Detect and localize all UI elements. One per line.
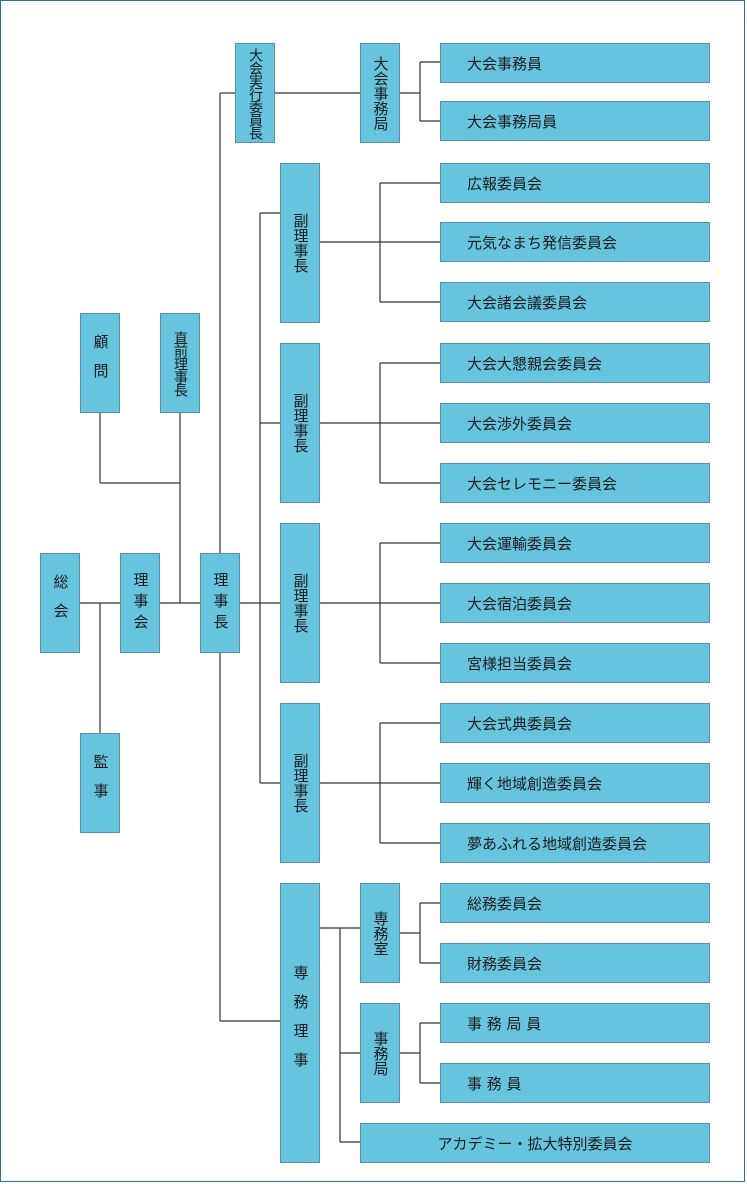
committee-box: 元気なまち発信委員会 (440, 222, 710, 262)
committee-box: 大会大懇親会委員会 (440, 343, 710, 383)
academy-committee-label: アカデミー・拡大特別委員会 (437, 1134, 633, 1153)
committee-box: 宮様担当委員会 (440, 643, 710, 683)
jimukyoku-label: 事務局 (371, 1030, 390, 1076)
taikai-item-box: 大会事務員 (440, 43, 710, 83)
committee-box: 広報委員会 (440, 163, 710, 203)
vice-chair-label: 副理事長 (291, 573, 310, 633)
committee-label: 大会式典委員会 (467, 714, 573, 733)
bureau-staff-label: 事 務 局 員 (467, 1014, 542, 1033)
taikai-jikko-label: 大会実行委員長 (247, 47, 263, 139)
senmu-riji-label: 専務理事 (291, 965, 310, 1081)
committee-box: 大会諸会議委員会 (440, 282, 710, 322)
taikai-jikko-box: 大会実行委員長 (235, 43, 275, 143)
committee-box: 大会宿泊委員会 (440, 583, 710, 623)
bureau-staff-label: 事 務 員 (467, 1074, 522, 1093)
chokuzen-rijicho-box: 直前理事長 (160, 313, 200, 413)
soukai-label: 総会 (51, 574, 70, 632)
academy-committee-box: アカデミー・拡大特別委員会 (360, 1123, 710, 1163)
senmu-committee-box: 総務委員会 (440, 883, 710, 923)
taikai-jimukyoku-label: 大会事務局 (371, 55, 390, 131)
committee-box: 輝く地域創造委員会 (440, 763, 710, 803)
kansa-label: 監事 (91, 754, 110, 812)
senmu-riji-box: 専務理事 (280, 883, 320, 1163)
senmu-office-label: 専務室 (371, 910, 390, 956)
committee-box: 大会運輸委員会 (440, 523, 710, 563)
bureau-staff-box: 事 務 員 (440, 1063, 710, 1103)
rijikai-box: 理事会 (120, 553, 160, 653)
komon-box: 顧問 (80, 313, 120, 413)
senmu-committee-box: 財務委員会 (440, 943, 710, 983)
committee-label: 元気なまち発信委員会 (467, 233, 618, 252)
vice-chair-label: 副理事長 (291, 753, 310, 813)
soukai-box: 総会 (40, 553, 80, 653)
committee-label: 夢あふれる地域創造委員会 (467, 834, 648, 853)
senmu-office-box: 専務室 (360, 883, 400, 983)
committee-box: 大会セレモニー委員会 (440, 463, 710, 503)
taikai-jimukyoku-box: 大会事務局 (360, 43, 400, 143)
bureau-staff-box: 事 務 局 員 (440, 1003, 710, 1043)
committee-label: 輝く地域創造委員会 (467, 774, 603, 793)
vice-chair-box: 副理事長 (280, 343, 320, 503)
taikai-item-label: 大会事務員 (467, 54, 543, 73)
committee-box: 大会渉外委員会 (440, 403, 710, 443)
committee-box: 大会式典委員会 (440, 703, 710, 743)
rijikai-label: 理事会 (131, 571, 150, 635)
rijicho-box: 理事長 (200, 553, 240, 653)
committee-label: 大会諸会議委員会 (467, 293, 588, 312)
chokuzen-rijicho-label: 直前理事長 (172, 330, 188, 396)
taikai-item-box: 大会事務局員 (440, 101, 710, 141)
committee-label: 大会大懇親会委員会 (467, 354, 603, 373)
taikai-item-label: 大会事務局員 (467, 112, 558, 131)
vice-chair-box: 副理事長 (280, 163, 320, 323)
committee-label: 宮様担当委員会 (467, 654, 573, 673)
committee-label: 広報委員会 (467, 174, 543, 193)
committee-label: 大会運輸委員会 (467, 534, 573, 553)
jimukyoku-box: 事務局 (360, 1003, 400, 1103)
committee-label: 大会セレモニー委員会 (467, 474, 618, 493)
rijicho-label: 理事長 (211, 571, 230, 635)
vice-chair-label: 副理事長 (291, 393, 310, 453)
committee-label: 総務委員会 (467, 894, 543, 913)
vice-chair-box: 副理事長 (280, 523, 320, 683)
committee-label: 大会宿泊委員会 (467, 594, 573, 613)
vice-chair-label: 副理事長 (291, 213, 310, 273)
komon-label: 顧問 (91, 334, 110, 392)
committee-label: 大会渉外委員会 (467, 414, 573, 433)
kansa-box: 監事 (80, 733, 120, 833)
committee-label: 財務委員会 (467, 954, 543, 973)
committee-box: 夢あふれる地域創造委員会 (440, 823, 710, 863)
vice-chair-box: 副理事長 (280, 703, 320, 863)
